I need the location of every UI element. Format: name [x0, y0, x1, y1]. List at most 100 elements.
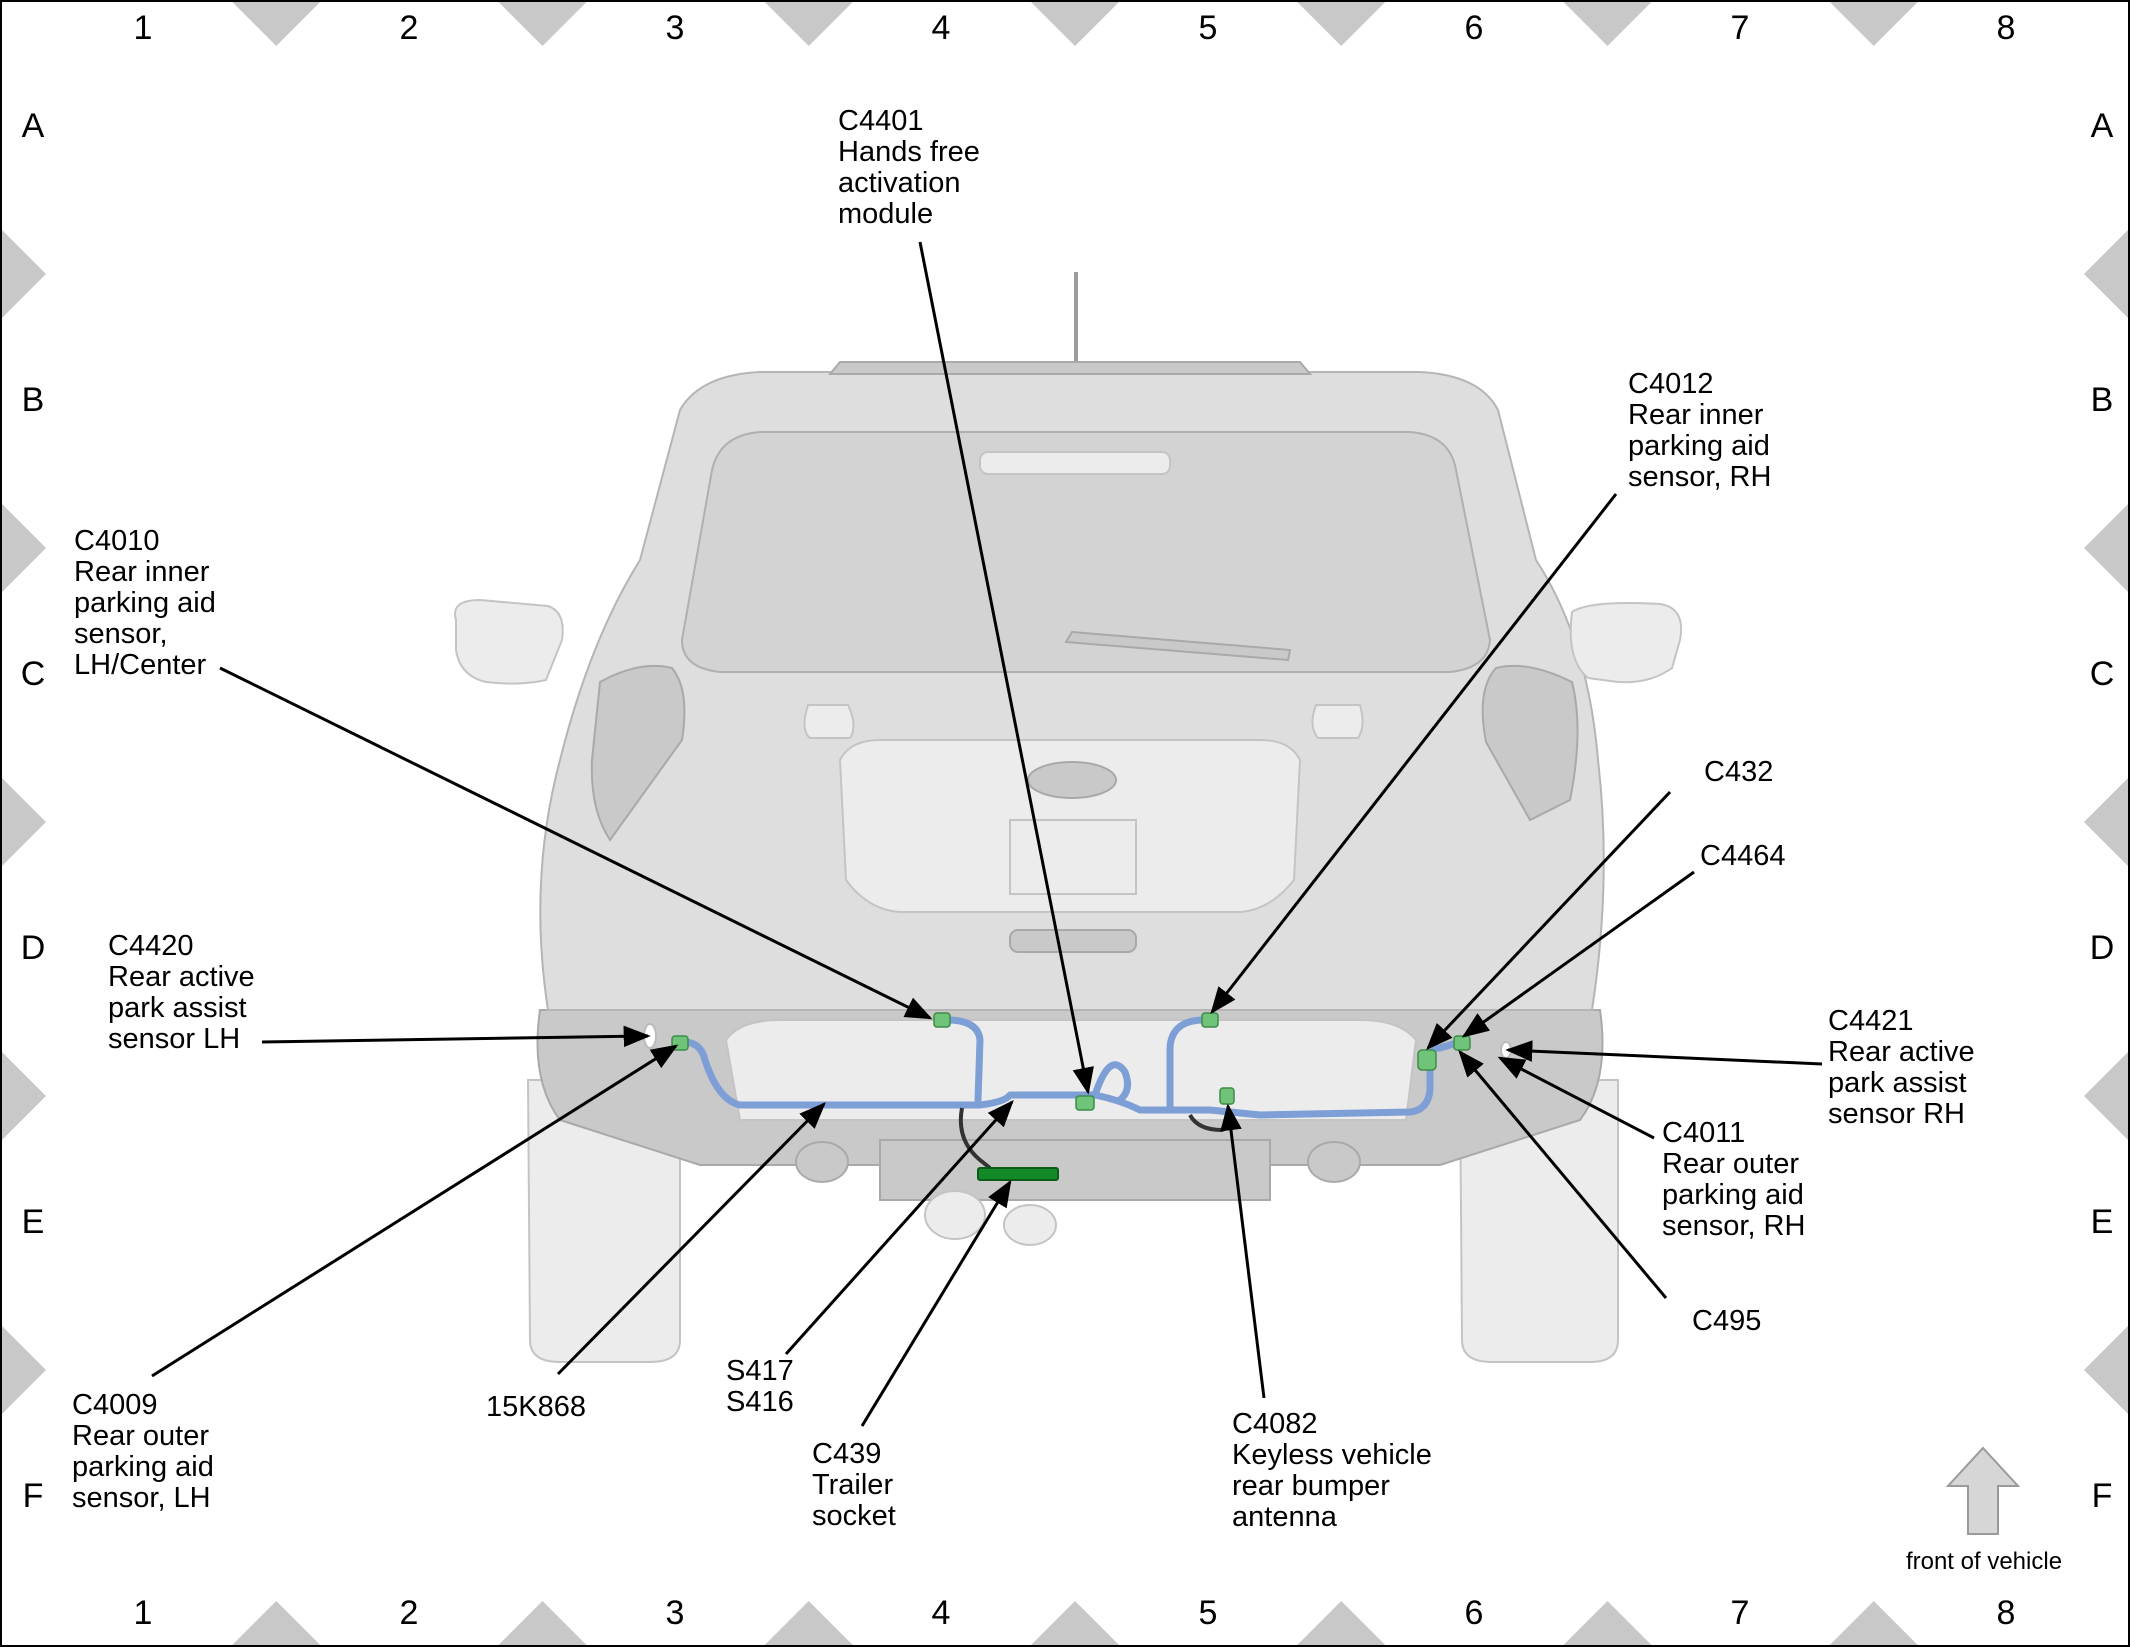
callout-labels: C4401 Hands free activation module C4012… [72, 105, 1975, 1533]
connector-c4401 [1075, 1095, 1095, 1111]
liftgate-handle [1009, 929, 1137, 953]
right-lamp-accent [1311, 704, 1364, 739]
grid-col-6-top: 6 [1465, 9, 1484, 47]
label-c4401-line-4: module [838, 198, 933, 230]
grid-notch-bottom [1297, 1601, 1386, 1645]
label-c4420-line-1: C4420 [108, 930, 193, 962]
leader-c4082 [1220, 1103, 1266, 1399]
label-c4012: C4012 Rear inner parking aid sensor, RH [1628, 368, 1778, 493]
label-c4420-line-2: Rear active [108, 961, 255, 993]
grid-col-8-bottom: 8 [1997, 1594, 2016, 1632]
grid-notch-top [1563, 2, 1652, 46]
connector-c4012 [1201, 1012, 1219, 1028]
label-c4010-line-3: parking aid [74, 587, 216, 619]
grid-notch-top [764, 2, 853, 46]
right-tire [1458, 1079, 1619, 1363]
leader-c4010 [219, 666, 933, 1020]
grid-notch-top [1031, 2, 1119, 46]
grid-col-1-bottom: 1 [134, 1594, 153, 1632]
rear-window [680, 431, 1492, 673]
label-c4010-line-5: LH/Center [74, 649, 207, 681]
label-c4012-line-2: Rear inner [1628, 399, 1764, 431]
label-c4011: C4011 Rear outer parking aid sensor, RH [1662, 1117, 1812, 1242]
grid-col-5-bottom: 5 [1199, 1594, 1218, 1632]
grid-notch-bottom [1829, 1601, 1918, 1645]
label-c4009-line-3: parking aid [72, 1451, 214, 1483]
grid-notch-top [232, 2, 321, 46]
grid-row-e-right: E [2091, 1203, 2114, 1241]
label-c4421-line-3: park assist [1828, 1067, 1967, 1099]
label-c4012-line-4: sensor, RH [1628, 461, 1771, 493]
label-c4421-line-2: Rear active [1828, 1036, 1975, 1068]
label-s417-s416: S417 S416 [726, 1355, 802, 1418]
label-c4082: C4082 Keyless vehicle rear bumper antenn… [1232, 1408, 1440, 1533]
label-c4082-line-1: C4082 [1232, 1408, 1317, 1440]
label-c4012-line-3: parking aid [1628, 430, 1770, 462]
label-c4464-line-1: C4464 [1700, 840, 1785, 872]
grid-notch-right [2084, 1052, 2128, 1140]
grid-col-7-top: 7 [1731, 9, 1750, 47]
grid-notch-top [1297, 2, 1386, 46]
label-c4009: C4009 Rear outer parking aid sensor, LH [72, 1389, 222, 1514]
left-exhaust [795, 1141, 849, 1183]
connector-c4010 [933, 1012, 951, 1028]
label-c4009-line-1: C4009 [72, 1389, 157, 1421]
label-c4082-line-3: rear bumper [1232, 1470, 1390, 1502]
label-c4401-line-3: activation [838, 167, 961, 199]
connector-c439-trailer-socket [977, 1167, 1059, 1181]
grid-col-4-top: 4 [932, 9, 951, 47]
grid-column-labels-top: 1 2 3 4 5 6 7 8 [134, 9, 2016, 47]
label-c4401-line-1: C4401 [838, 105, 923, 137]
leader-c4464 [1461, 870, 1695, 1038]
grid-col-3-bottom: 3 [666, 1594, 685, 1632]
grid-notch-bottom [232, 1601, 321, 1645]
label-c432-line-1: C432 [1704, 756, 1773, 788]
label-c4010-line-1: C4010 [74, 525, 159, 557]
label-15k868: 15K868 [486, 1391, 586, 1423]
right-mirror [1569, 602, 1682, 684]
grid-col-5-top: 5 [1199, 9, 1218, 47]
leader-c4011 [1497, 1056, 1655, 1140]
grid-row-c-right: C [2090, 655, 2115, 693]
connector-c432 [1417, 1049, 1437, 1071]
label-c4009-line-4: sensor, LH [72, 1482, 211, 1514]
front-of-vehicle-label: front of vehicle [1906, 1548, 2062, 1575]
grid-row-a-left: A [22, 107, 45, 145]
roof-rail [827, 361, 1313, 375]
grid-col-2-top: 2 [400, 9, 419, 47]
leader-s417-s416 [784, 1099, 1014, 1356]
grid-notch-left [2, 1326, 46, 1414]
label-c4421-line-1: C4421 [1828, 1005, 1913, 1037]
label-c439-line-3: socket [812, 1500, 896, 1532]
grid-notch-right [2084, 504, 2128, 592]
up-arrow-icon [1945, 1446, 2021, 1535]
grid-col-7-bottom: 7 [1731, 1594, 1750, 1632]
label-s417-line-1: S417 [726, 1355, 794, 1387]
right-tail-light [1481, 664, 1579, 822]
brand-emblem [1027, 761, 1117, 799]
left-tire [526, 1079, 681, 1363]
grid-notch-bottom [1563, 1601, 1652, 1645]
grid-notch-left [2, 1052, 46, 1140]
label-c495: C495 [1692, 1305, 1761, 1337]
grid-row-b-right: B [2091, 381, 2114, 419]
grid-notch-bottom [764, 1601, 853, 1645]
leader-c495 [1458, 1049, 1668, 1299]
license-plate-recess [1009, 819, 1137, 895]
grid-row-d-right: D [2090, 929, 2115, 967]
wiring-harness [643, 1012, 1512, 1181]
leader-c4420 [261, 1025, 651, 1048]
leader-lines [151, 241, 1823, 1427]
grid-notch-bottom [498, 1601, 587, 1645]
left-lamp-accent [803, 704, 855, 739]
label-c4012-line-1: C4012 [1628, 368, 1713, 400]
bumper-recess [724, 1019, 1418, 1121]
label-c4082-line-4: antenna [1232, 1501, 1338, 1533]
grid-column-labels-bottom: 1 2 3 4 5 6 7 8 [134, 1594, 2016, 1632]
grid-notch-bottom [1031, 1601, 1119, 1645]
label-c4420-line-4: sensor LH [108, 1023, 240, 1055]
rear-wiper [1064, 630, 1292, 662]
grid-notch-left [2, 230, 46, 318]
